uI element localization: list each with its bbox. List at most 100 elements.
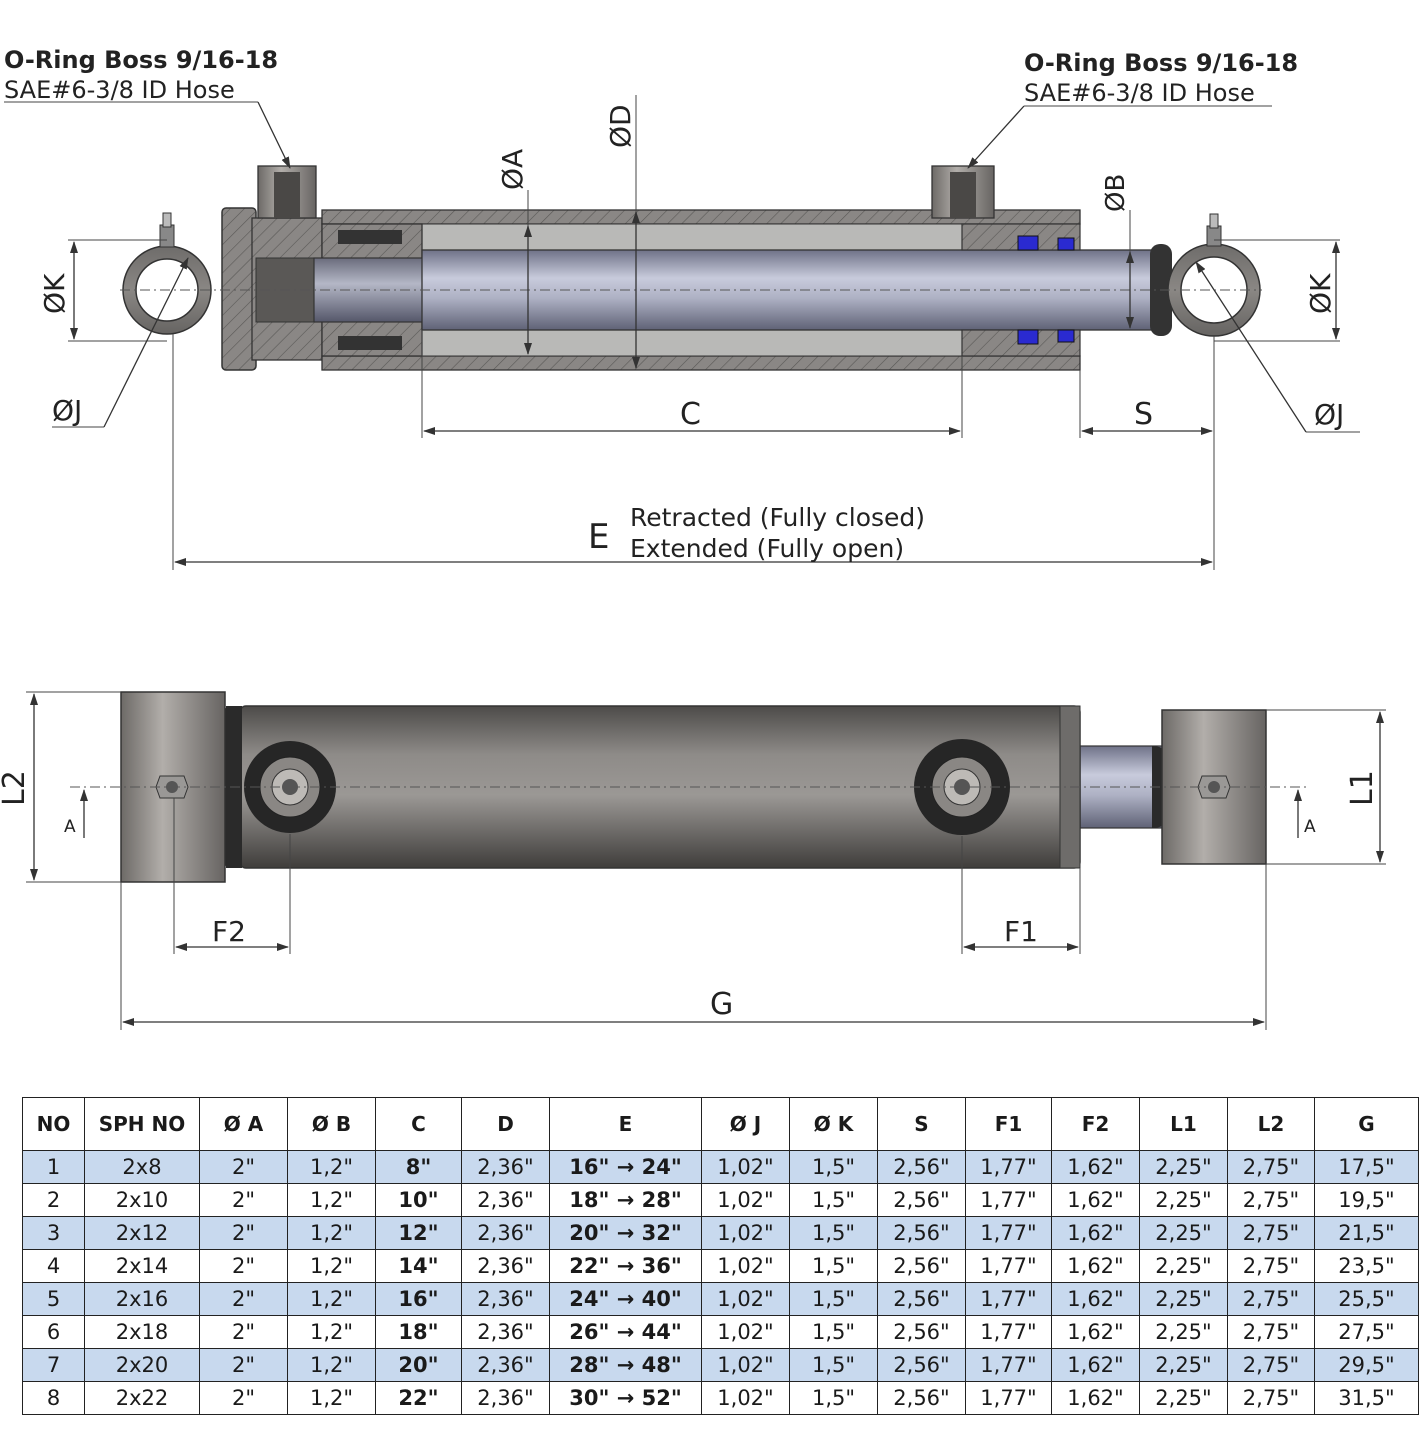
- table-cell: 29,5": [1314, 1348, 1419, 1382]
- table-cell: 1,5": [789, 1216, 878, 1250]
- table-cell: 1,62": [1051, 1381, 1140, 1415]
- table-header-cell: Ø A: [199, 1097, 288, 1151]
- section-labels: O-Ring Boss 9/16-18 SAE#6-3/8 ID Hose O-…: [4, 46, 1344, 563]
- dim-e-extended: Extended (Fully open): [630, 534, 904, 563]
- table-cell: 2": [199, 1348, 288, 1382]
- table-header-cell: D: [461, 1097, 550, 1151]
- table-cell: 2,25": [1139, 1249, 1228, 1283]
- table-header-cell: F2: [1051, 1097, 1140, 1151]
- table-cell: 2,56": [877, 1150, 966, 1184]
- section-view: [120, 165, 1262, 371]
- table-cell: 2,56": [877, 1216, 966, 1250]
- table-cell: 1,2": [287, 1150, 376, 1184]
- table-cell: 2,25": [1139, 1183, 1228, 1217]
- table-cell: 3: [22, 1216, 85, 1250]
- table-cell: 16": [375, 1282, 462, 1316]
- table-cell: 2,75": [1227, 1348, 1315, 1382]
- table-header-cell: S: [877, 1097, 966, 1151]
- table-cell: 1,2": [287, 1348, 376, 1382]
- table-cell: 1,2": [287, 1249, 376, 1283]
- table-cell: 1,62": [1051, 1150, 1140, 1184]
- table-header-cell: Ø B: [287, 1097, 376, 1151]
- table-cell: 2x16: [84, 1282, 200, 1316]
- table-cell: 1,77": [965, 1315, 1052, 1349]
- table-header-cell: L2: [1227, 1097, 1315, 1151]
- table-cell: 2,75": [1227, 1381, 1315, 1415]
- table-cell: 2,75": [1227, 1150, 1315, 1184]
- table-cell: 28" → 48": [549, 1348, 702, 1382]
- table-cell: 5: [22, 1282, 85, 1316]
- table-cell: 1,02": [701, 1150, 790, 1184]
- table-cell: 2,75": [1227, 1216, 1315, 1250]
- table-cell: 2,56": [877, 1249, 966, 1283]
- table-cell: 1,02": [701, 1282, 790, 1316]
- table-cell: 2,36": [461, 1150, 550, 1184]
- table-cell: 2,56": [877, 1381, 966, 1415]
- dim-f1-label: F1: [1004, 915, 1038, 948]
- table-cell: 1,5": [789, 1249, 878, 1283]
- table-cell: 1,5": [789, 1315, 878, 1349]
- dim-g-label: G: [710, 987, 733, 1022]
- table-header-cell: SPH NO: [84, 1097, 200, 1151]
- table-cell: 2": [199, 1282, 288, 1316]
- table-cell: 2x10: [84, 1183, 200, 1217]
- table-cell: 2: [22, 1183, 85, 1217]
- table-cell: 2x18: [84, 1315, 200, 1349]
- exterior-dimensions: [26, 691, 1386, 1030]
- table-cell: 1,02": [701, 1381, 790, 1415]
- callout-right-subtitle: SAE#6-3/8 ID Hose: [1024, 79, 1255, 107]
- dim-e-label: E: [588, 517, 609, 557]
- dim-l2-label: L2: [0, 770, 32, 806]
- table-cell: 2,36": [461, 1282, 550, 1316]
- table-cell: 1,62": [1051, 1249, 1140, 1283]
- table-cell: 8: [22, 1381, 85, 1415]
- callout-left-title: O-Ring Boss 9/16-18: [4, 46, 278, 74]
- table-cell: 2,36": [461, 1249, 550, 1283]
- table-cell: 2,25": [1139, 1216, 1228, 1250]
- table-cell: 2x14: [84, 1249, 200, 1283]
- dim-d-label: ØD: [604, 104, 637, 148]
- table-cell: 1,5": [789, 1282, 878, 1316]
- table-cell: 2": [199, 1315, 288, 1349]
- table-cell: 1,77": [965, 1348, 1052, 1382]
- table-header-cell: C: [375, 1097, 462, 1151]
- table-cell: 1,62": [1051, 1183, 1140, 1217]
- table-cell: 22": [375, 1381, 462, 1415]
- table-cell: 1,5": [789, 1183, 878, 1217]
- dim-f2-label: F2: [212, 915, 246, 948]
- table-cell: 1,77": [965, 1183, 1052, 1217]
- table-cell: 2,25": [1139, 1348, 1228, 1382]
- table-cell: 2,75": [1227, 1282, 1315, 1316]
- table-cell: 2": [199, 1381, 288, 1415]
- table-cell: 27,5": [1314, 1315, 1419, 1349]
- table-cell: 2,56": [877, 1282, 966, 1316]
- table-cell: 2,75": [1227, 1315, 1315, 1349]
- dim-k-left-label: ØK: [38, 273, 71, 314]
- dim-e-retracted: Retracted (Fully closed): [630, 503, 925, 532]
- table-cell: 21,5": [1314, 1216, 1419, 1250]
- table-cell: 2,75": [1227, 1249, 1315, 1283]
- table-cell: 2": [199, 1150, 288, 1184]
- table-cell: 4: [22, 1249, 85, 1283]
- table-cell: 1,62": [1051, 1348, 1140, 1382]
- table-cell: 1,2": [287, 1381, 376, 1415]
- table-cell: 25,5": [1314, 1282, 1419, 1316]
- table-header-cell: Ø K: [789, 1097, 878, 1151]
- table-cell: 1,02": [701, 1315, 790, 1349]
- table-cell: 2,75": [1227, 1183, 1315, 1217]
- table-cell: 2,36": [461, 1216, 550, 1250]
- table-cell: 1,02": [701, 1249, 790, 1283]
- table-cell: 2,25": [1139, 1282, 1228, 1316]
- table-cell: 26" → 44": [549, 1315, 702, 1349]
- table-header-cell: Ø J: [701, 1097, 790, 1151]
- table-cell: 18" → 28": [549, 1183, 702, 1217]
- exterior-view: [70, 691, 1306, 883]
- table-header-cell: E: [549, 1097, 702, 1151]
